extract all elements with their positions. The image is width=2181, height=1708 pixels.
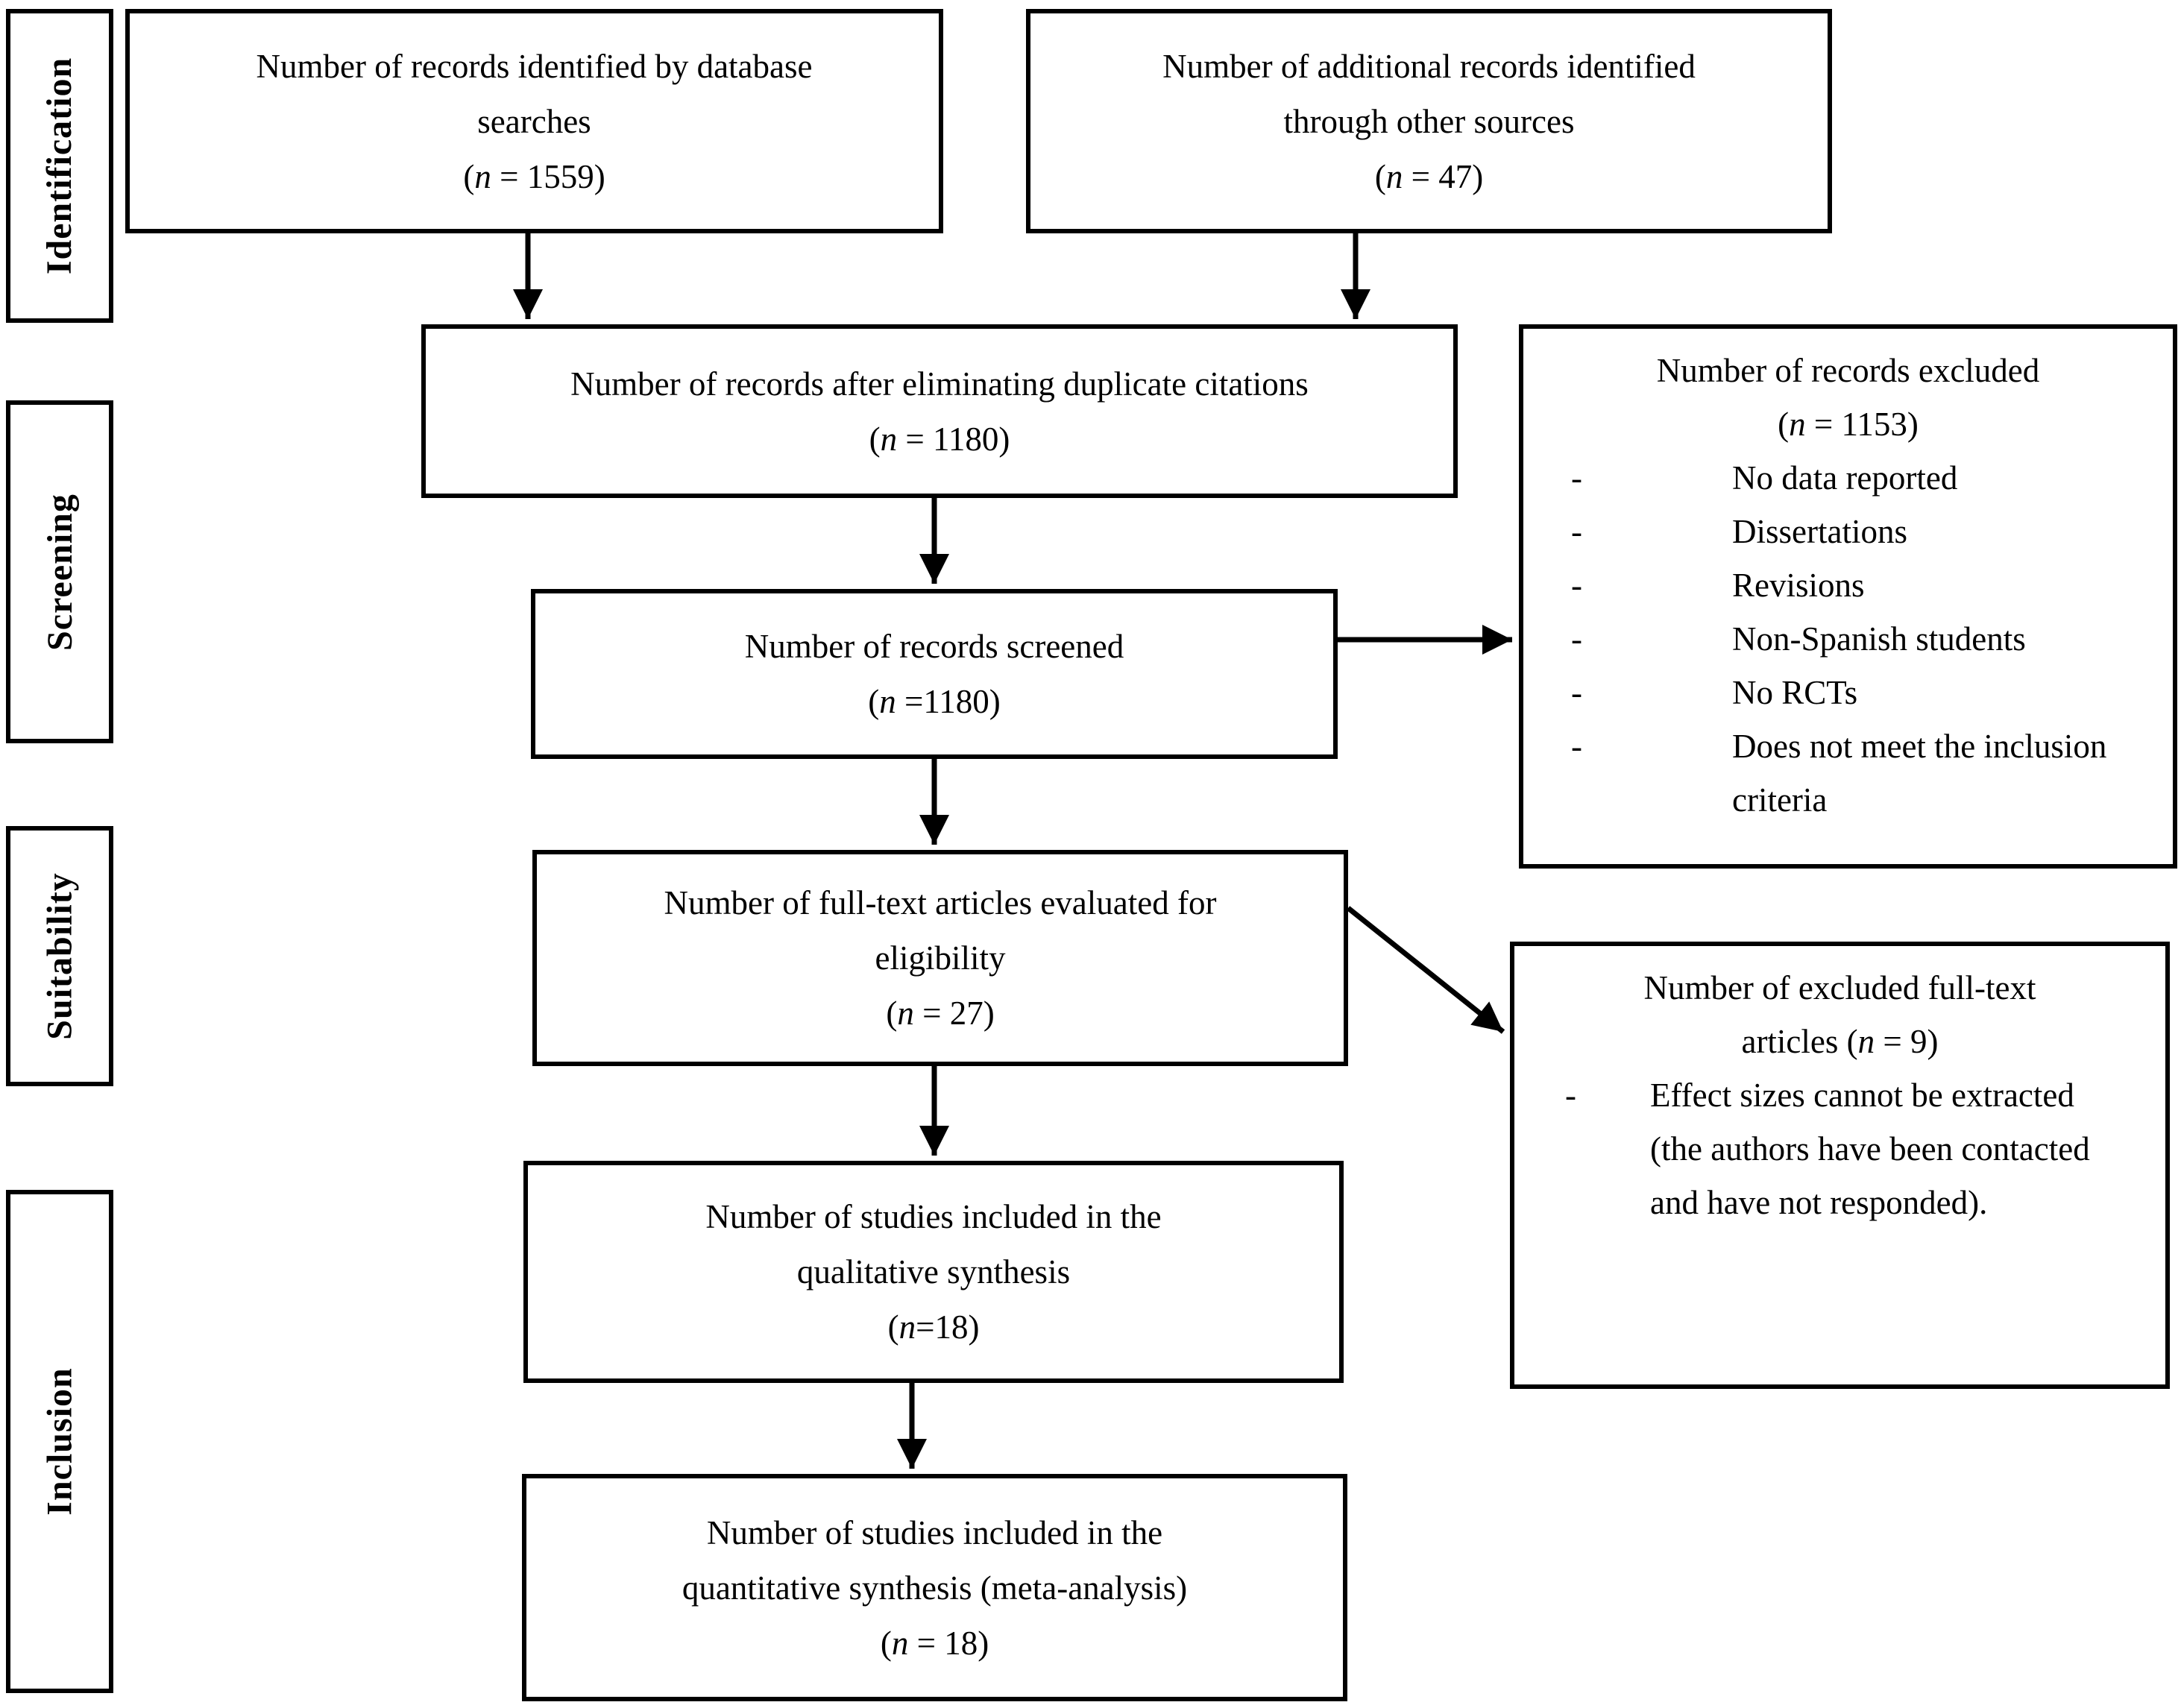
box-title-line: Number of records after eliminating dupl… — [570, 365, 1309, 403]
exclusion-reason-item: - Non-Spanish students — [1523, 612, 2173, 666]
box-title-line: searches — [477, 102, 591, 140]
n-symbol: n — [1789, 406, 1806, 443]
exclusion-reason-item: - Does not meet the inclusion criteria — [1523, 719, 2173, 827]
box-quantitative-synthesis: Number of studies included in the quanti… — [522, 1474, 1347, 1701]
n-symbol: n — [897, 995, 914, 1032]
box-title-line: quantitative synthesis (meta-analysis) — [682, 1569, 1188, 1607]
box-records-identified-database: Number of records identified by database… — [125, 9, 943, 233]
box-n-count: (n =1180) — [868, 674, 1000, 729]
exclusion-reason-item: - Revisions — [1523, 558, 2173, 612]
n-value: =18) — [916, 1308, 980, 1346]
n-paren-open: ( — [887, 1308, 899, 1346]
bullet-dash: - — [1571, 728, 1582, 765]
n-symbol: n — [891, 1624, 909, 1662]
exclusion-reason-text: No data reported — [1732, 459, 1958, 497]
box-records-screened: Number of records screened (n =1180) — [531, 589, 1338, 759]
title-pre: articles ( — [1741, 1023, 1858, 1060]
box-n-count: (n = 47) — [1375, 149, 1483, 204]
box-title-line: Number of records screened — [744, 628, 1124, 665]
stage-label-suitability: Suitability — [6, 826, 113, 1086]
bullet-dash: - — [1571, 513, 1582, 550]
n-value: =1180) — [896, 683, 1001, 720]
box-title-line: through other sources — [1283, 102, 1575, 140]
n-paren-open: ( — [463, 157, 475, 195]
n-symbol: n — [880, 420, 898, 458]
n-value: = 9) — [1875, 1023, 1939, 1060]
stage-label-text: Inclusion — [40, 1367, 80, 1516]
box-n-count: (n = 1559) — [463, 149, 605, 204]
box-title-line: Number of records identified by database — [256, 47, 813, 85]
excluded-fulltext-header: Number of excluded full-text articles (n… — [1514, 961, 2165, 1068]
n-paren-open: ( — [1778, 406, 1790, 443]
n-symbol: n — [898, 1308, 916, 1346]
exclusion-reason-item: - No data reported — [1523, 451, 2173, 505]
n-paren-open: ( — [886, 995, 898, 1032]
stage-label-text: Suitability — [40, 872, 80, 1040]
n-symbol: n — [474, 157, 491, 195]
exclusion-reason-text: Does not meet the inclusion criteria — [1732, 728, 2107, 819]
exclusion-reason-item: - No RCTs — [1523, 666, 2173, 719]
box-fulltext-evaluated: Number of full-text articles evaluated f… — [532, 850, 1348, 1066]
n-value: = 1180) — [897, 420, 1010, 458]
exclusion-reason-list: - No data reported - Dissertations - Revisi… — [1523, 451, 2173, 827]
box-title-line: qualitative synthesis — [796, 1253, 1071, 1291]
arrow-fulltext-to-excluded-fulltext — [1346, 906, 1505, 1034]
box-title-n-line: articles (n = 9) — [1514, 1015, 2165, 1068]
excluded-records-header: Number of records excluded (n = 1153) — [1523, 344, 2173, 451]
exclusion-reason-text: Non-Spanish students — [1732, 620, 2026, 658]
exclusion-reason-text: No RCTs — [1732, 674, 1858, 711]
box-title-line: Number of records excluded — [1656, 352, 2040, 389]
stage-label-identification: Identification — [6, 9, 113, 323]
bullet-dash: - — [1571, 459, 1582, 497]
n-symbol: n — [879, 683, 896, 720]
n-paren-open: ( — [1374, 157, 1386, 195]
box-title-line: eligibility — [875, 939, 1006, 977]
box-n-count: (n=18) — [888, 1299, 980, 1355]
n-paren-open: ( — [880, 1624, 892, 1662]
exclusion-reason-text: Revisions — [1732, 567, 1865, 604]
n-paren-open: ( — [868, 683, 880, 720]
bullet-dash: - — [1565, 1077, 1576, 1114]
bullet-dash: - — [1571, 567, 1582, 604]
box-additional-records-other-sources: Number of additional records identified … — [1026, 9, 1832, 233]
box-n-count: (n = 1180) — [869, 412, 1010, 467]
n-value: = 47) — [1403, 157, 1484, 195]
box-records-excluded: Number of records excluded (n = 1153) - N… — [1519, 324, 2177, 869]
stage-label-screening: Screening — [6, 400, 113, 743]
box-title-line: Number of studies included in the — [706, 1513, 1163, 1551]
stage-label-text: Screening — [40, 493, 80, 651]
n-symbol: n — [1385, 157, 1403, 195]
box-n-count: (n = 18) — [881, 1616, 989, 1671]
stage-label-inclusion: Inclusion — [6, 1190, 113, 1693]
bullet-dash: - — [1571, 620, 1582, 658]
box-n-count: (n = 1153) — [1523, 397, 2173, 451]
exclusion-reason-item: - Dissertations — [1523, 505, 2173, 558]
box-records-after-duplicates-removed: Number of records after eliminating dupl… — [421, 324, 1458, 498]
n-symbol: n — [1857, 1023, 1875, 1060]
exclusion-reason-list: - Effect sizes cannot be extracted (the a… — [1514, 1068, 2165, 1229]
bullet-dash: - — [1571, 674, 1582, 711]
box-title-line: Number of excluded full-text — [1643, 969, 2036, 1006]
box-title-line: Number of additional records identified — [1162, 47, 1696, 85]
box-qualitative-synthesis: Number of studies included in the qualit… — [523, 1161, 1344, 1383]
n-value: = 1559) — [491, 157, 605, 195]
box-title-line: Number of studies included in the — [705, 1198, 1162, 1235]
box-title-line: Number of full-text articles evaluated f… — [664, 884, 1217, 921]
box-n-count: (n = 27) — [886, 986, 994, 1041]
n-value: = 18) — [908, 1624, 989, 1662]
exclusion-reason-text: Effect sizes cannot be extracted (the au… — [1650, 1077, 2090, 1221]
stage-label-text: Identification — [40, 57, 80, 275]
n-value: = 27) — [913, 995, 995, 1032]
n-value: = 1153) — [1805, 406, 1919, 443]
exclusion-reason-text: Dissertations — [1732, 513, 1907, 550]
exclusion-reason-item: - Effect sizes cannot be extracted (the a… — [1514, 1068, 2165, 1229]
n-paren-open: ( — [869, 420, 881, 458]
box-excluded-fulltext: Number of excluded full-text articles (n… — [1510, 942, 2170, 1389]
